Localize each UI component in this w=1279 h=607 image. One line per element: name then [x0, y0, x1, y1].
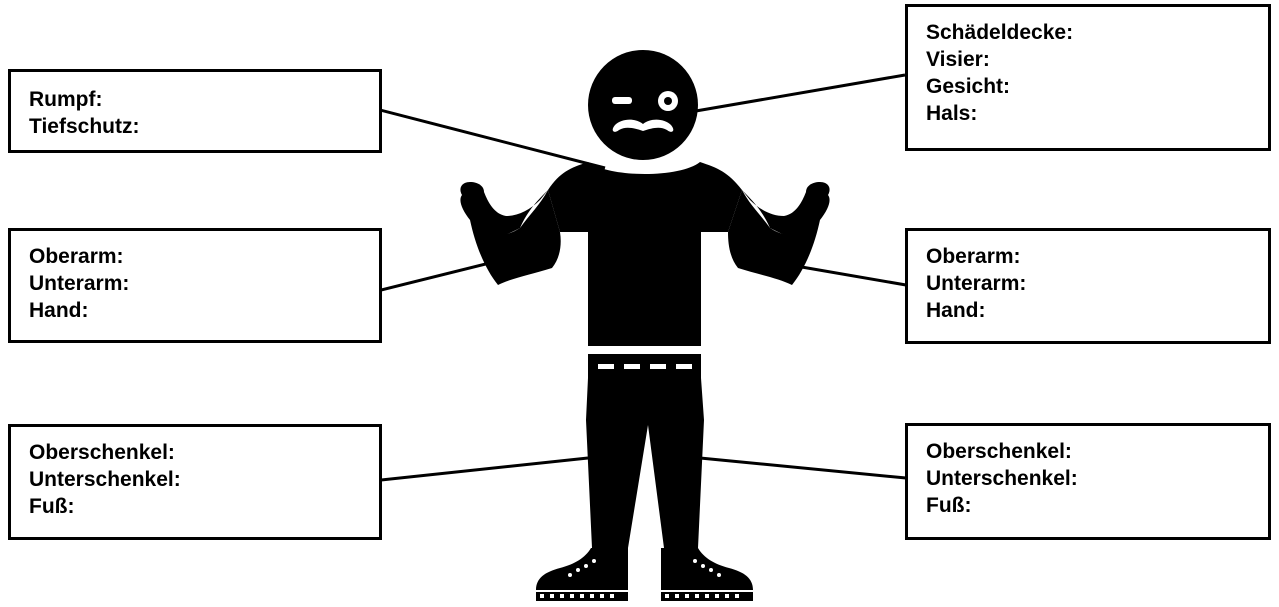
label-gesicht: Gesicht:: [926, 75, 1011, 98]
belt-icon: [588, 354, 701, 378]
right-arm-shape: [742, 186, 830, 238]
connector-right-arm: [789, 263, 907, 287]
label-unterarm: Unterarm:: [926, 272, 1027, 295]
label-fuss: Fuß:: [926, 494, 972, 517]
label-unterschenkel: Unterschenkel:: [926, 467, 1078, 490]
label-visier: Visier:: [926, 48, 990, 71]
left-arm-shape: [460, 186, 548, 238]
label-oberarm: Oberarm:: [29, 245, 124, 268]
right-fist: [806, 182, 830, 198]
torso-shape: [548, 162, 742, 346]
connector-head: [689, 73, 906, 114]
label-hals: Hals:: [926, 102, 978, 125]
right-shoe-icon: [661, 548, 753, 601]
label-tiefschutz: Tiefschutz:: [29, 115, 140, 138]
label-hand: Hand:: [29, 299, 89, 322]
connector-left-leg: [380, 456, 589, 482]
right-arm-lower: [728, 190, 820, 285]
legs-shape: [586, 378, 704, 548]
label-oberarm: Oberarm:: [926, 245, 1021, 268]
connector-torso: [379, 108, 606, 170]
right-leg-label-box: Oberschenkel: Unterschenkel: Fuß:: [905, 423, 1271, 540]
connector-right-leg: [699, 456, 907, 480]
label-hand: Hand:: [926, 299, 986, 322]
left-shoe-icon: [536, 548, 628, 601]
label-rumpf: Rumpf:: [29, 88, 103, 111]
right-arm-label-box: Oberarm: Unterarm: Hand:: [905, 228, 1271, 344]
torso-label-box: Rumpf: Tiefschutz:: [8, 69, 382, 153]
label-unterschenkel: Unterschenkel:: [29, 468, 181, 491]
label-unterarm: Unterarm:: [29, 272, 130, 295]
left-arm-label-box: Oberarm: Unterarm: Hand:: [8, 228, 382, 343]
label-schaedeldecke: Schädeldecke:: [926, 21, 1074, 44]
label-oberschenkel: Oberschenkel:: [29, 441, 175, 464]
left-fist: [460, 182, 484, 198]
head-label-box: Schädeldecke: Visier: Gesicht: Hals:: [905, 4, 1271, 151]
label-fuss: Fuß:: [29, 495, 75, 518]
head-icon: [588, 50, 698, 160]
left-leg-label-box: Oberschenkel: Unterschenkel: Fuß:: [8, 424, 382, 540]
left-arm-lower: [470, 190, 561, 285]
label-oberschenkel: Oberschenkel:: [926, 440, 1072, 463]
